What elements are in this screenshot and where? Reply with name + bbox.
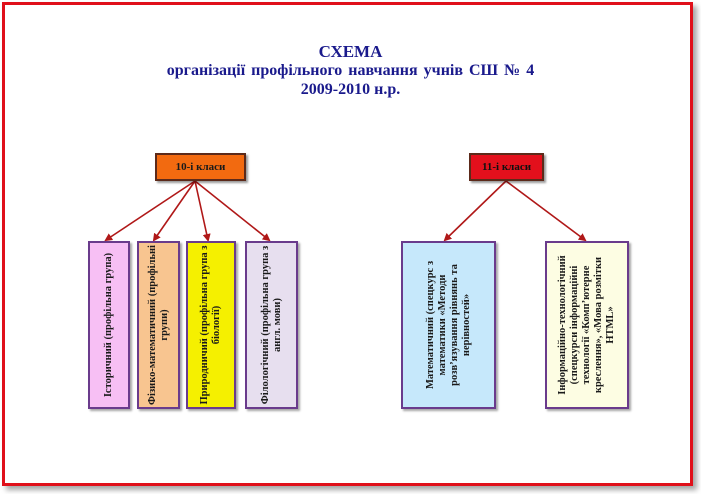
diagram-title: СХЕМА організації профільного навчання у…	[0, 42, 701, 99]
title-line-1: СХЕМА	[318, 42, 383, 61]
group-info-tech-label: Інформаційно-технологічний (спецкурси ін…	[557, 255, 616, 395]
title-line-2: організації профільного навчання учнів С…	[166, 62, 535, 79]
group-info-tech: Інформаційно-технологічний (спецкурси ін…	[545, 241, 629, 409]
arrow-10-historical	[104, 180, 196, 242]
group-mathematical-label: Математичний (спецкурс з математики «Мет…	[424, 260, 472, 390]
group-historical-label: Історичний (профільна група)	[103, 252, 114, 398]
grade-11-header: 11-і класи	[469, 153, 544, 181]
group-philological: Філологічний (профільна група з англ. мо…	[245, 241, 298, 409]
arrow-11-it	[505, 180, 587, 242]
title-line-3: 2009-2010 н.р.	[300, 81, 401, 98]
group-philological-label: Філологічний (профільна група з англ. мо…	[259, 245, 283, 405]
group-mathematical: Математичний (спецкурс з математики «Мет…	[401, 241, 496, 409]
group-historical: Історичний (профільна група)	[88, 241, 130, 409]
arrow-10-physmath	[152, 180, 196, 242]
group-physmath-label: Фізико-математичний (профільні групи)	[146, 245, 170, 405]
grade-10-header: 10-і класи	[155, 153, 246, 181]
arrow-10-natural	[194, 180, 211, 242]
group-natural: Природничий (профільна група з біології)	[186, 241, 236, 409]
arrow-10-philological	[194, 180, 271, 242]
arrow-11-math	[443, 180, 507, 242]
group-physmath: Фізико-математичний (профільні групи)	[137, 241, 180, 409]
group-natural-label: Природничий (профільна група з біології)	[199, 245, 222, 405]
